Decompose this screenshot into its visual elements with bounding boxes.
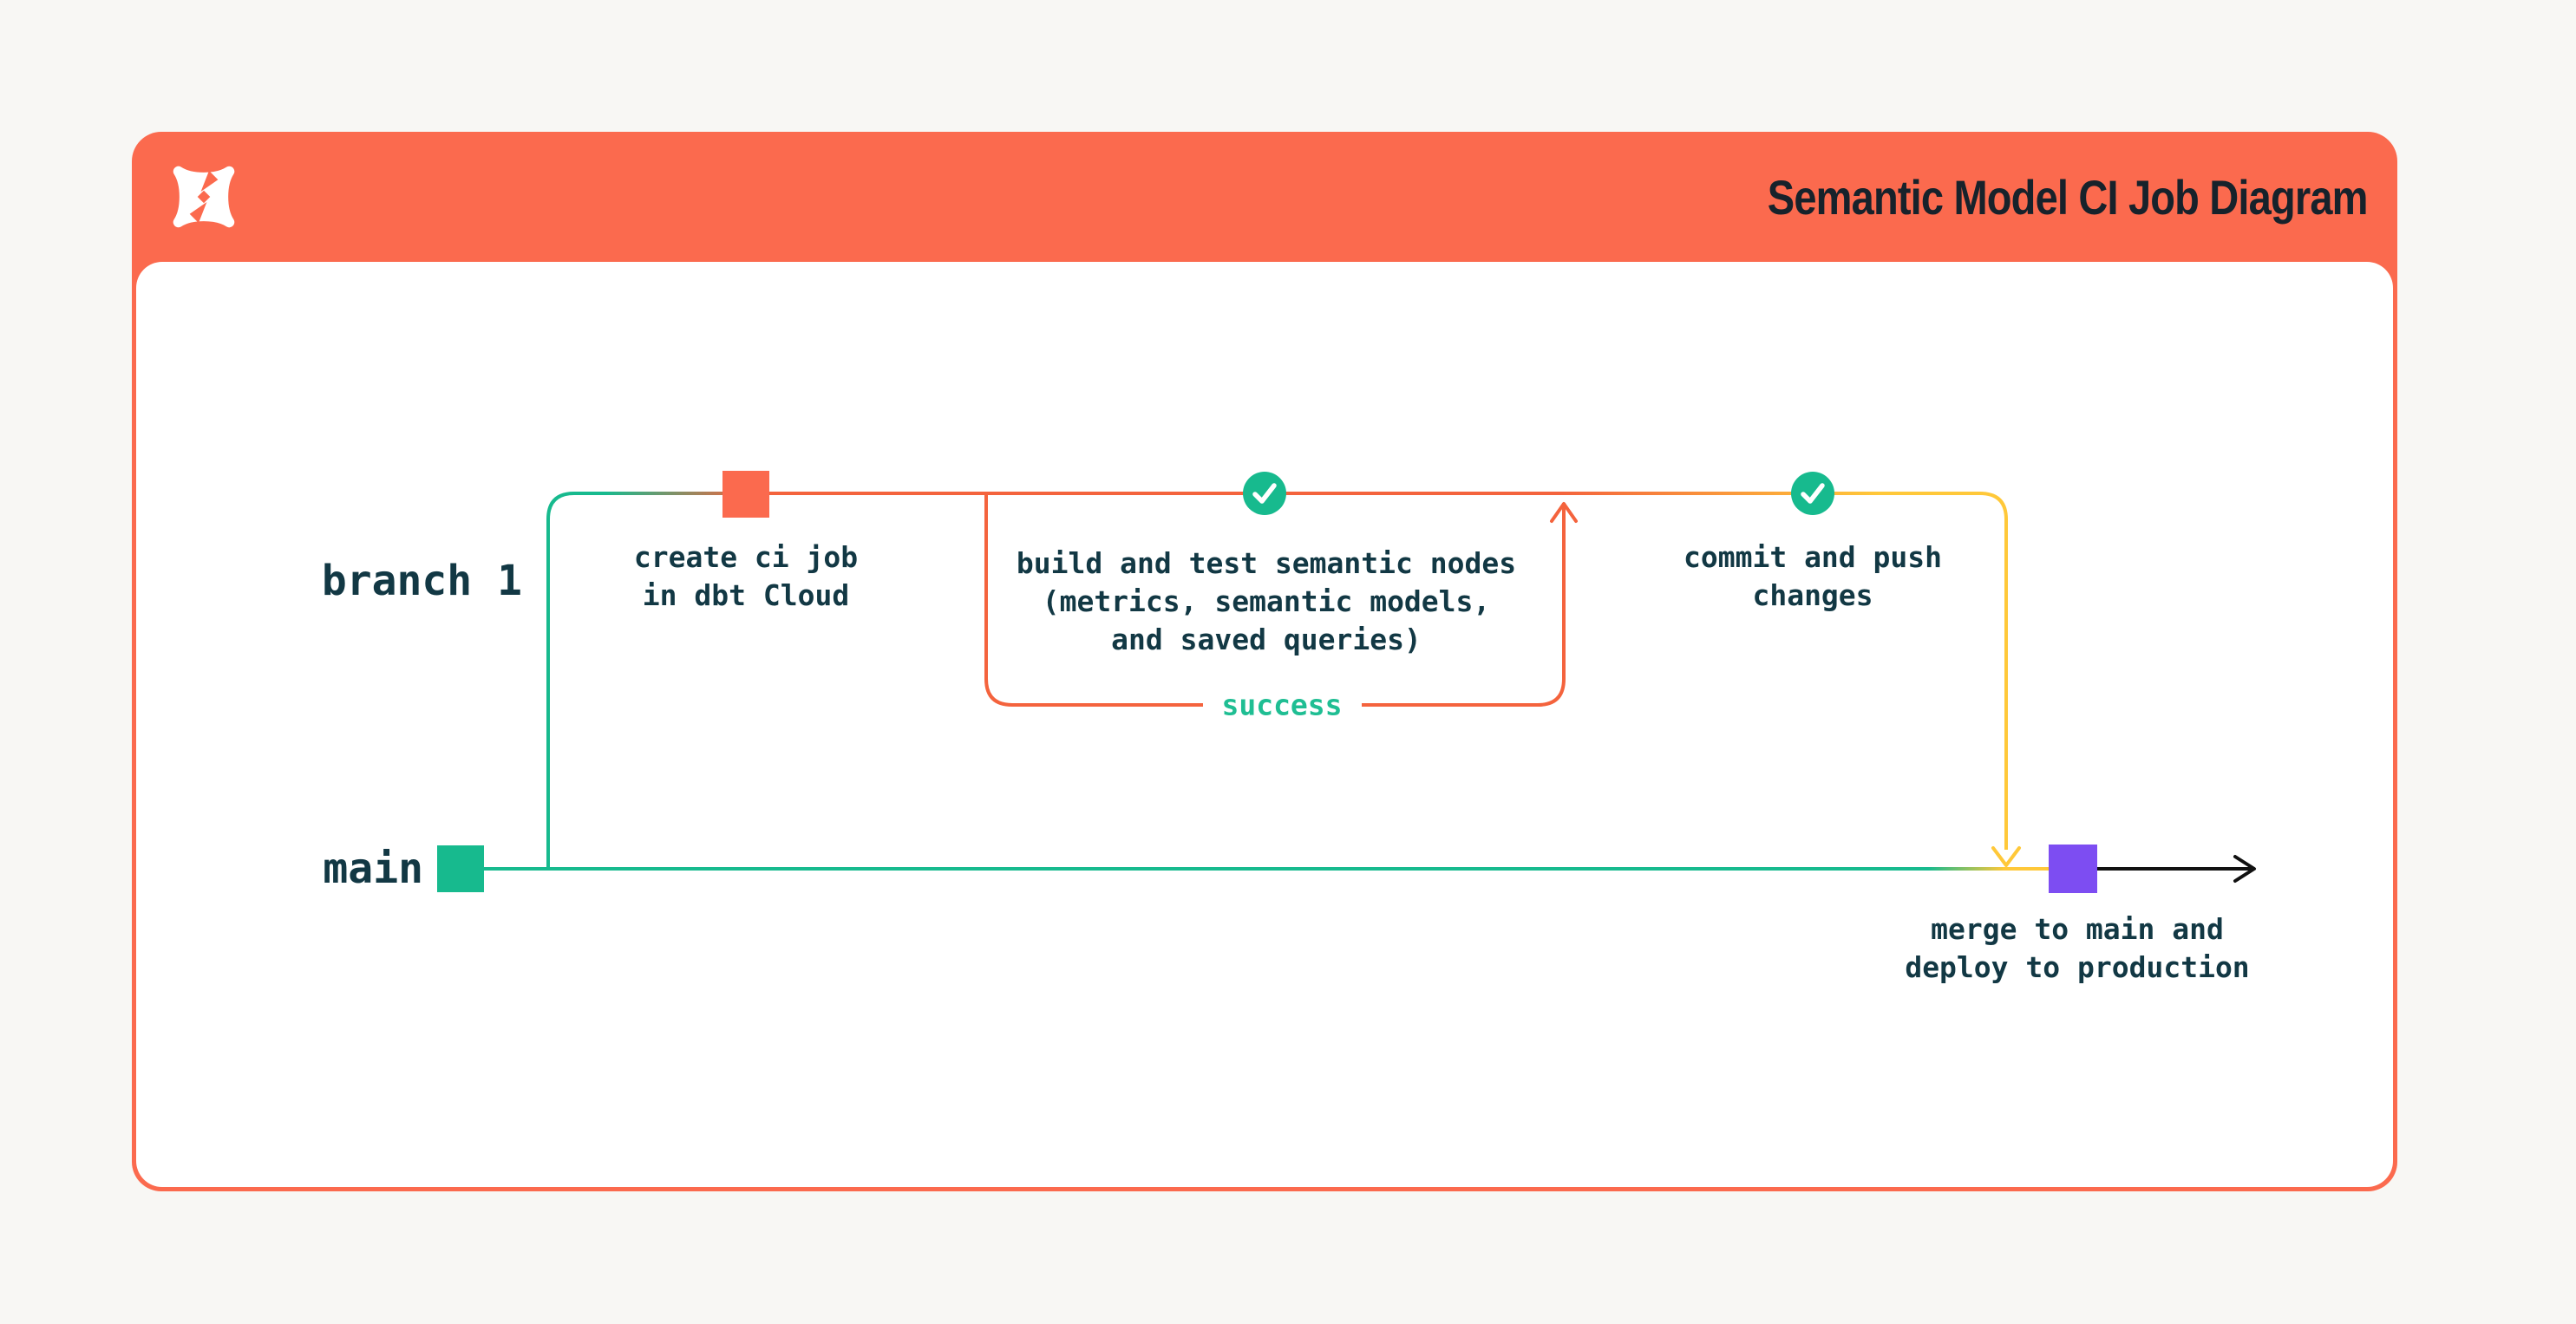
build-test-label-line2: (metrics, semantic models, xyxy=(1042,584,1491,618)
merge-deploy-label-line1: merge to main and xyxy=(1931,912,2224,946)
yellow-down-arrowhead xyxy=(1991,846,2021,867)
page-title: Semantic Model CI Job Diagram xyxy=(1768,169,2369,225)
merge-deploy-label-line2: deploy to production xyxy=(1905,950,2250,984)
create-ci-job-label-line1: create ci job xyxy=(633,540,859,574)
main-right-arrowhead xyxy=(2233,855,2256,883)
build-test-label: build and test semantic nodes (metrics, … xyxy=(1017,545,1516,659)
success-loop-up-arrowhead xyxy=(1550,502,1578,523)
diagram-frame: Semantic Model CI Job Diagram xyxy=(132,132,2397,1191)
create-ci-job-node xyxy=(722,471,769,518)
build-test-success-check-icon xyxy=(1243,472,1286,515)
build-test-label-line3: and saved queries) xyxy=(1111,623,1422,656)
commit-push-label-line2: changes xyxy=(1752,578,1873,612)
create-ci-job-label: create ci job in dbt Cloud xyxy=(634,538,858,615)
build-test-label-line1: build and test semantic nodes xyxy=(1016,546,1517,580)
flow-lines xyxy=(484,492,2256,883)
branch-line-yellow-down xyxy=(1878,492,2008,850)
commit-push-label-line1: commit and push xyxy=(1683,540,1943,574)
merge-commit-node xyxy=(2049,845,2097,893)
branch-1-label: branch 1 xyxy=(321,557,522,605)
header: Semantic Model CI Job Diagram xyxy=(132,132,2397,262)
merge-deploy-label: merge to main and deploy to production xyxy=(1905,910,2249,987)
success-label: success xyxy=(1221,688,1343,722)
dbt-logo-icon xyxy=(173,166,235,228)
success-loop-right xyxy=(1362,503,1566,707)
create-ci-job-label-line2: in dbt Cloud xyxy=(642,578,850,612)
commit-push-label: commit and push changes xyxy=(1684,538,1942,615)
success-loop-left xyxy=(984,493,1203,707)
commit-push-success-check-icon xyxy=(1791,472,1834,515)
diagram-canvas: branch 1 main create ci job in dbt Cloud… xyxy=(136,262,2393,1187)
main-commit-node xyxy=(437,845,484,892)
branch-line-green xyxy=(546,492,609,869)
main-label: main xyxy=(323,845,423,893)
